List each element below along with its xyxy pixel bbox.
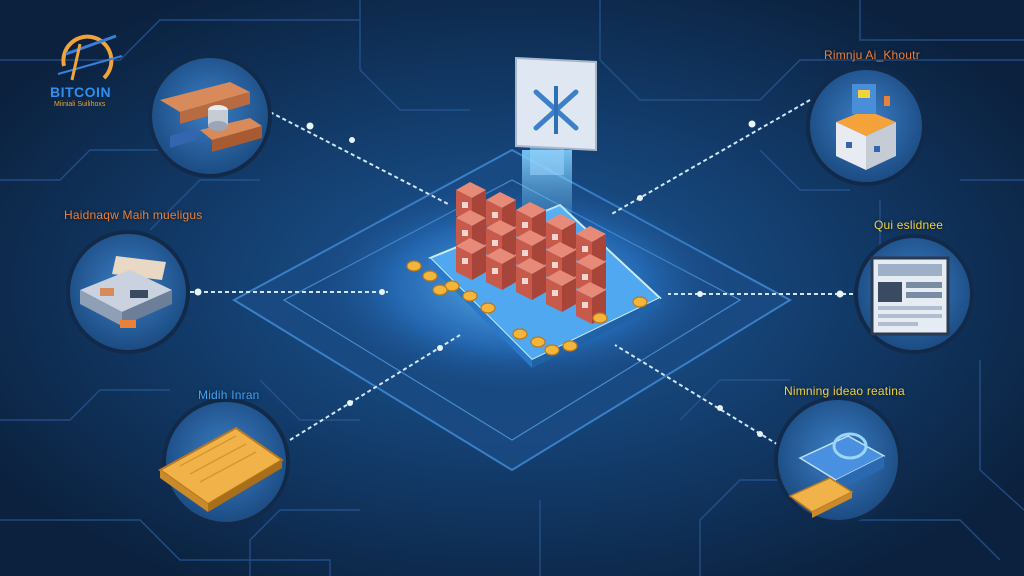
blockchain-blocks-icon (456, 182, 606, 324)
mining-server-icon (80, 256, 172, 328)
coin (530, 336, 546, 348)
coin (544, 344, 560, 356)
node-top-left (148, 54, 272, 178)
bitcoin-logo-icon (57, 34, 123, 81)
brand-subtitle: Miiniali Suilihoxs (54, 101, 106, 108)
secure-storage-icon (788, 432, 886, 518)
coin (562, 340, 578, 352)
connector-dots (194, 120, 844, 437)
block (456, 238, 486, 280)
coin (512, 328, 528, 340)
coin (432, 284, 448, 296)
coin (592, 312, 608, 324)
robot-chip-icon (836, 84, 896, 170)
coin (422, 270, 438, 282)
label-bottom-right: Nimning ideao reatina (784, 384, 905, 398)
label-bottom-left: Midih Inran (198, 388, 260, 402)
coin-stack (406, 260, 648, 356)
block (516, 258, 546, 300)
connector-lines (190, 99, 860, 453)
coin (406, 260, 422, 272)
coin (462, 290, 478, 302)
block (486, 248, 516, 290)
dashboard-screen-icon (870, 256, 950, 336)
label-mid-right: Qui eslidnee (874, 218, 944, 232)
coin (480, 302, 496, 314)
node-bottom-left (158, 398, 290, 526)
node-top-right (806, 66, 926, 186)
hardware-components-icon (160, 82, 262, 152)
label-mid-left: Haidnaqw Maih mueligus (64, 208, 203, 222)
node-mid-right (854, 234, 974, 354)
brand-title: BITCOIN (50, 84, 112, 100)
coin (632, 296, 648, 308)
block (546, 270, 576, 312)
gold-wallet-icon (158, 426, 284, 512)
node-mid-left (66, 230, 190, 354)
node-bottom-right (774, 396, 902, 524)
label-top-right: Rimnju Ai_Khoutr (824, 48, 920, 62)
